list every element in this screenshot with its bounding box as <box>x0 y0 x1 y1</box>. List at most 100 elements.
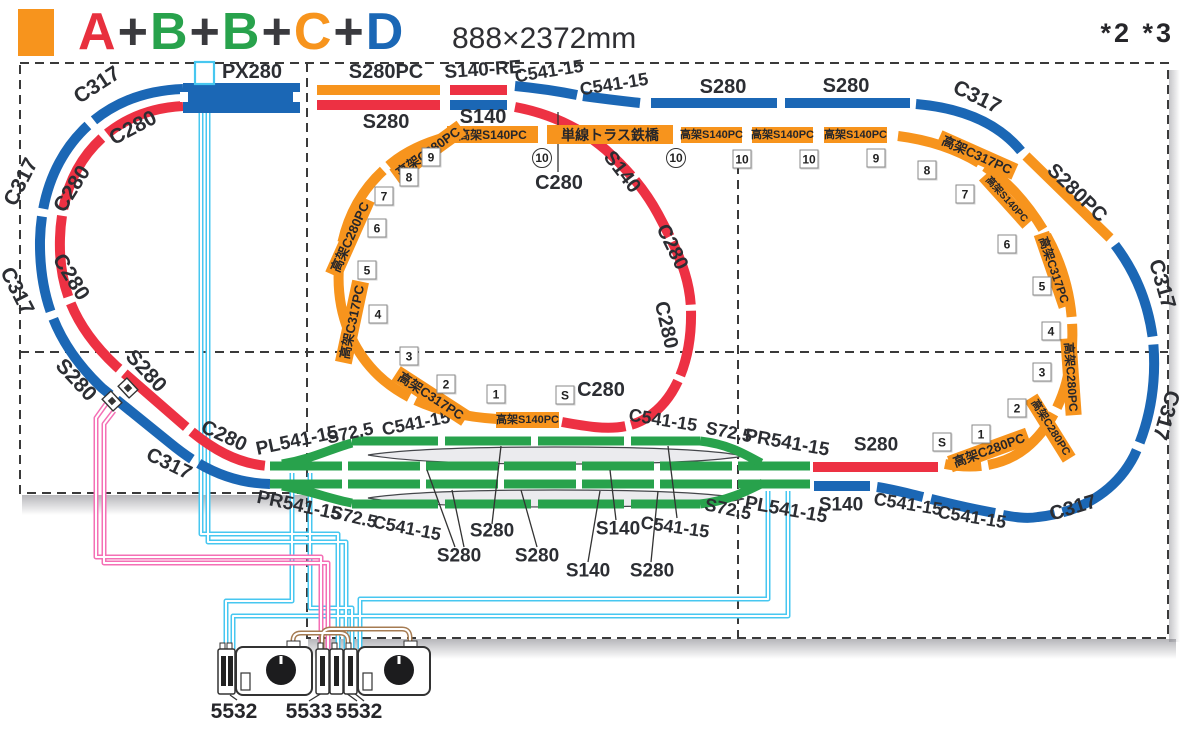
feeder-wires <box>93 113 791 650</box>
track-label: S280PC <box>1042 159 1112 227</box>
track-label: S280 <box>514 545 560 567</box>
track-label: C280 <box>105 106 161 150</box>
track-label: S280 <box>629 560 675 582</box>
track-label: S140 <box>595 518 641 540</box>
pier-marker: 9 <box>866 148 886 168</box>
track-label: C280 <box>48 161 96 217</box>
feeder-connectors <box>101 377 139 412</box>
track-label: C541-15 <box>371 511 443 545</box>
viaduct-curve-label: 高架C317PC <box>335 279 369 365</box>
viaduct-piece-label: 高架S140PC <box>496 412 559 428</box>
pier-marker: 1 <box>486 384 506 404</box>
pier-marker: 6 <box>367 218 387 238</box>
pier-marker: 10 <box>799 149 819 169</box>
track-label: C541-15 <box>627 404 699 436</box>
layout-size: 888×2372mm <box>452 22 637 55</box>
title-letter: B <box>149 3 190 61</box>
board-shadow-bottom <box>308 639 1176 659</box>
yard-tracks-green <box>270 436 812 509</box>
track-label: S140 <box>598 146 646 198</box>
track-label: C317 <box>1148 387 1184 443</box>
pier-marker: 4 <box>1041 321 1061 341</box>
pier-marker: S <box>555 385 575 405</box>
track-label: C541-15 <box>639 512 711 542</box>
track-label: C317 <box>1046 490 1100 526</box>
pier-marker: 9 <box>421 147 441 167</box>
track-label: PR541-15 <box>254 486 344 526</box>
title-letter: A <box>78 3 118 61</box>
pier-marker: 4 <box>368 304 388 324</box>
track-label: C317 <box>0 263 39 319</box>
pier-marker: 5 <box>1032 276 1052 296</box>
track-label: C280 <box>651 220 693 274</box>
controller-product-number: 5532 <box>210 700 258 723</box>
controller-product-number: 5532 <box>335 700 383 723</box>
track-label: S280PC <box>348 61 424 83</box>
track-label: C280 <box>47 249 95 305</box>
viaduct-piece-label: 高架S140PC <box>824 127 887 143</box>
track-label: S140-RE <box>443 56 523 84</box>
pier-marker: 7 <box>955 184 975 204</box>
track-label: C541-15 <box>578 68 650 100</box>
pier-marker: 8 <box>917 160 937 180</box>
track-label: C280 <box>577 379 625 401</box>
board-shadow-right <box>1169 70 1180 642</box>
track-label: C280 <box>535 172 583 194</box>
track-label: C317 <box>142 443 196 485</box>
viaduct-curve-label: 高架S140PC <box>978 171 1034 229</box>
power-pack-2[interactable] <box>357 640 431 696</box>
track-label: S280 <box>50 354 102 406</box>
title-letter: B <box>221 3 262 61</box>
track-label: C317 <box>1144 256 1180 312</box>
power-pack-1[interactable] <box>235 640 313 696</box>
pier-marker: 2 <box>436 374 456 394</box>
plan-title: A+B+B+C+D <box>78 6 405 58</box>
track-label: S140 <box>818 494 864 516</box>
pier-marker: 1 <box>971 424 991 444</box>
title-letter: C <box>293 3 334 61</box>
viaduct-piece-label: 高架S140PC <box>680 127 743 143</box>
px280-crossover <box>180 60 301 113</box>
throttle-knob[interactable] <box>384 655 414 685</box>
track-label: C280 <box>649 299 683 351</box>
switch-unit-5533[interactable] <box>315 642 358 695</box>
viaduct-piece-label: 高架S140PC <box>447 126 538 143</box>
switch-unit-5532-left[interactable] <box>217 642 236 695</box>
title-letter: D <box>365 3 406 61</box>
header: A+B+B+C+D 888×2372mm *2 *3 <box>0 0 1200 60</box>
pier-marker-circled: 10 <box>666 148 686 168</box>
track-label: C541-15 <box>936 501 1008 533</box>
track-label: PX280 <box>221 61 283 83</box>
viaduct-curve-label: 高架C280PC <box>1060 337 1082 417</box>
track-label: S280 <box>822 75 870 97</box>
pier-marker: 10 <box>732 149 752 169</box>
track-label: C317 <box>0 154 43 210</box>
track-label: PR541-15 <box>743 425 831 461</box>
track-label: S280 <box>699 76 747 98</box>
viaduct-curve-label: 高架C317PC <box>935 130 1019 180</box>
power-controllers[interactable] <box>217 640 431 696</box>
throttle-knob[interactable] <box>266 655 296 685</box>
pier-marker: S <box>932 432 952 452</box>
track-label: C541-15 <box>872 488 944 520</box>
track-label: S140 <box>565 560 611 582</box>
viaduct-piece-label: 高架S140PC <box>751 127 814 143</box>
track-label: S280 <box>120 345 172 397</box>
track-label: S280 <box>436 545 482 567</box>
pier-marker: 7 <box>374 186 394 206</box>
track-label: C317 <box>69 61 125 109</box>
pier-marker-circled: 10 <box>532 148 552 168</box>
pier-marker: 5 <box>357 260 377 280</box>
footnote-marks: *2 *3 <box>1100 18 1174 48</box>
track-label: S280 <box>853 434 899 456</box>
title-letter: + <box>261 3 294 61</box>
board-outline <box>19 62 1169 639</box>
track-label: C317 <box>949 75 1005 119</box>
viaduct-curve-label: 高架C317PC <box>1033 230 1075 310</box>
viaduct-piece-label: 単線トラス鉄橋 <box>547 125 673 144</box>
title-letter: + <box>333 3 366 61</box>
outer-loop-blue <box>34 81 1160 523</box>
plan-color-swatch <box>18 9 54 56</box>
